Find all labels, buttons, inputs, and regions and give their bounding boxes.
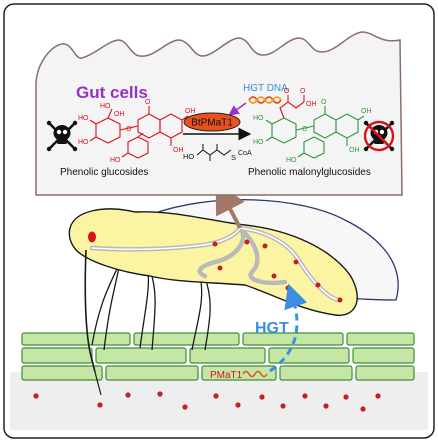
product-atoms: HO HO O O OH OH HO xyxy=(253,99,372,164)
malonyl-group xyxy=(279,95,305,119)
substrate-label: Phenolic glucosides xyxy=(60,167,148,178)
svg-text:OH: OH xyxy=(361,108,372,115)
svg-text:O: O xyxy=(300,88,306,95)
stylet-tip xyxy=(94,371,102,396)
svg-text:HO: HO xyxy=(100,103,111,110)
dna-to-enzyme-arrow xyxy=(228,102,247,116)
svg-text:HO: HO xyxy=(253,139,264,146)
skull-crossbones-no-entry-icon xyxy=(363,120,395,152)
svg-text:HO: HO xyxy=(253,115,264,122)
malonyl-coa-sulfur: S xyxy=(231,153,236,162)
svg-text:OH: OH xyxy=(114,111,125,118)
zoom-arrow xyxy=(215,180,245,229)
svg-text:HO: HO xyxy=(78,115,89,122)
substrate-atoms: HO HO HO OH O O OH OH HO xyxy=(78,99,196,164)
product-structure xyxy=(265,106,365,159)
hgt-label: HGT xyxy=(255,320,289,337)
svg-text:OH: OH xyxy=(306,101,317,108)
svg-text:HO: HO xyxy=(78,139,89,146)
phloem-layer xyxy=(10,372,428,430)
substrate-structure xyxy=(89,106,189,159)
malonyl-group-atoms: O O OH xyxy=(284,88,317,108)
plant-gene-label: PMaT1 xyxy=(210,370,243,381)
svg-text:HO: HO xyxy=(286,157,297,164)
product-label: Phenolic malonylglucosides xyxy=(248,167,371,178)
svg-text:O: O xyxy=(284,88,290,95)
phloem-dots xyxy=(33,391,381,412)
svg-text:OH: OH xyxy=(173,147,184,154)
svg-text:O: O xyxy=(321,99,327,106)
hgt-arrow xyxy=(269,283,308,373)
svg-text:O: O xyxy=(302,126,308,133)
hgt-dna-label: HGT DNA xyxy=(243,83,288,94)
enzyme-label: BtPMaT1 xyxy=(191,118,233,129)
enzyme-oval xyxy=(183,112,241,132)
malonyl-coa-structure xyxy=(196,144,232,161)
malonyl-coa-coa: CoA xyxy=(238,150,252,157)
gut-cells-label: Gut cells xyxy=(76,83,148,102)
hgt-dna-helix-icon xyxy=(248,96,282,104)
svg-text:O: O xyxy=(145,99,151,106)
insect-stylet xyxy=(84,249,96,373)
svg-text:O: O xyxy=(126,126,132,133)
plant-dna-helix-icon xyxy=(242,370,268,378)
svg-text:HO: HO xyxy=(110,157,121,164)
malonyl-coa-ho: HO xyxy=(183,152,194,161)
insect-eye xyxy=(88,231,96,243)
skull-crossbones-icon xyxy=(46,120,78,152)
svg-text:OH: OH xyxy=(185,108,196,115)
svg-text:OH: OH xyxy=(349,147,360,154)
plant-cell-layer xyxy=(21,332,415,381)
